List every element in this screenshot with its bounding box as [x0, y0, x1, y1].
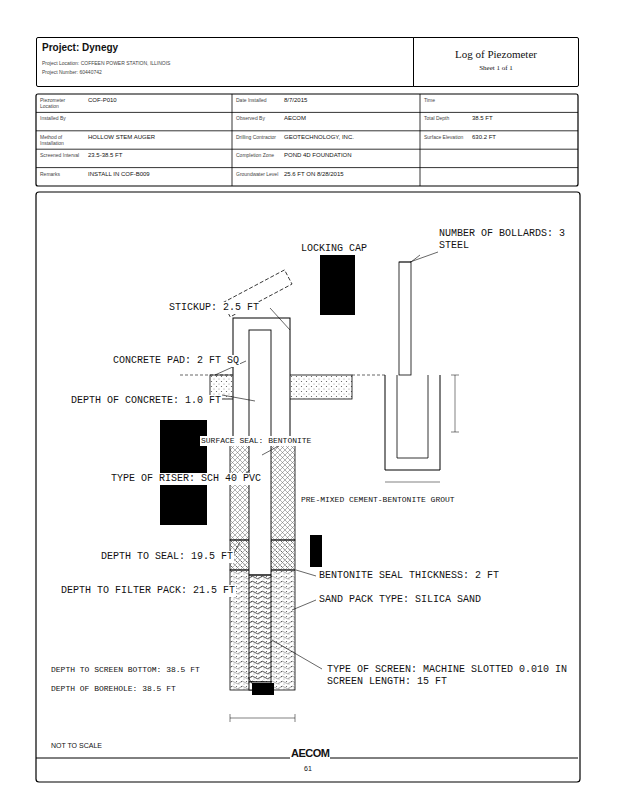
field-label: Completion Zone: [236, 152, 280, 158]
field-value: 8/7/2015: [284, 97, 307, 104]
callout-label: DEPTH OF CONCRETE: 1.0 FT: [70, 395, 222, 407]
sheet-title-box: Log of PiezometerSheet 1 of 1: [413, 37, 579, 87]
table-cell: Drilling Contractor GEOTECHNOLOGY, INC.: [232, 131, 420, 149]
table-cell: Surface Elevation 630.2 FT: [420, 131, 578, 149]
field-value: 23.5-38.5 FT: [88, 152, 122, 159]
table-cell: Screened Interval 23.5-38.5 FT: [36, 149, 232, 167]
field-value: COF-P010: [88, 97, 117, 104]
field-label: Observed By: [236, 115, 280, 121]
project-field: Project Number: 60440742: [42, 68, 408, 77]
field-label: Remarks: [40, 171, 84, 177]
company-logo: AECOM: [290, 747, 330, 759]
field-value: GEOTECHNOLOGY, INC.: [284, 134, 354, 141]
callout-label: SAND PACK TYPE: SILICA SAND: [318, 594, 482, 606]
table-cell: Piezometer Location COF-P010: [36, 94, 232, 112]
field-label: Drilling Contractor: [236, 134, 280, 140]
field-label: Date Installed: [236, 97, 280, 103]
field-label: Surface Elevation: [424, 134, 468, 140]
scale-note: NOT TO SCALE: [50, 740, 103, 752]
table-cell: Completion Zone POND 4D FOUNDATION: [232, 149, 420, 167]
field-label: Installed By: [40, 115, 84, 121]
table-cell: Time: [420, 94, 578, 112]
header-box: Project: DynegyProject Location: COFFEEN…: [36, 37, 414, 87]
log-title: Log of Piezometer: [414, 46, 578, 62]
field-value: INSTALL IN COF-B009: [88, 171, 150, 178]
project-field: Project Location: COFFEEN POWER STATION,…: [42, 59, 408, 68]
callout-label: BENTONITE SEAL THICKNESS: 2 FT: [318, 570, 500, 582]
callout-label: NUMBER OF BOLLARDS: 3: [438, 228, 566, 240]
table-cell: Observed By AECOM: [232, 112, 420, 130]
field-value: AECOM: [284, 115, 306, 122]
sheet-number: Sheet 1 of 1: [414, 62, 578, 74]
callout-label: SURFACE SEAL: BENTONITE: [200, 436, 312, 446]
field-label: Screened Interval: [40, 152, 84, 158]
table-cell: Method of Installation HOLLOW STEM AUGER: [36, 131, 232, 149]
table-cell: Remarks INSTALL IN COF-B009: [36, 168, 232, 186]
callout-label: DEPTH TO SCREEN BOTTOM: 38.5 FT: [50, 665, 201, 675]
field-value: HOLLOW STEM AUGER: [88, 134, 155, 141]
callout-label: STEEL: [438, 240, 470, 252]
callout-label: STICKUP: 2.5 FT: [168, 302, 260, 314]
field-label: Time: [424, 97, 468, 103]
callout-label: PRE-MIXED CEMENT-BENTONITE GROUT: [300, 495, 456, 505]
callout-label: CONCRETE PAD: 2 FT SQ: [112, 355, 240, 367]
field-label: Piezometer Location: [40, 97, 84, 109]
table-cell: Date Installed 8/7/2015: [232, 94, 420, 112]
table-cell: Installed By: [36, 112, 232, 130]
field-value: 38.5 FT: [472, 115, 493, 122]
field-value: 25.6 FT ON 8/28/2015: [284, 171, 344, 178]
field-value: POND 4D FOUNDATION: [284, 152, 352, 159]
callout-label: SCREEN LENGTH: 15 FT: [326, 676, 448, 688]
field-label: Method of Installation: [40, 134, 84, 146]
table-cell: Total Depth 38.5 FT: [420, 112, 578, 130]
callout-label: DEPTH OF BOREHOLE: 38.5 FT: [50, 684, 177, 694]
callout-label: DEPTH TO SEAL: 19.5 FT: [100, 551, 234, 563]
project-title: Project: Dynegy: [42, 41, 408, 55]
field-label: Groundwater Level: [236, 171, 280, 177]
table-cell: Groundwater Level 25.6 FT ON 8/28/2015: [232, 168, 420, 186]
callout-label: LOCKING CAP: [300, 243, 368, 255]
callout-label: DEPTH TO FILTER PACK: 21.5 FT: [60, 585, 236, 597]
callout-label: TYPE OF RISER: SCH 40 PVC: [110, 473, 262, 485]
page-number: 61: [303, 763, 313, 775]
callout-label: TYPE OF SCREEN: MACHINE SLOTTED 0.010 IN: [326, 664, 568, 676]
field-label: Total Depth: [424, 115, 468, 121]
field-value: 630.2 FT: [472, 134, 496, 141]
